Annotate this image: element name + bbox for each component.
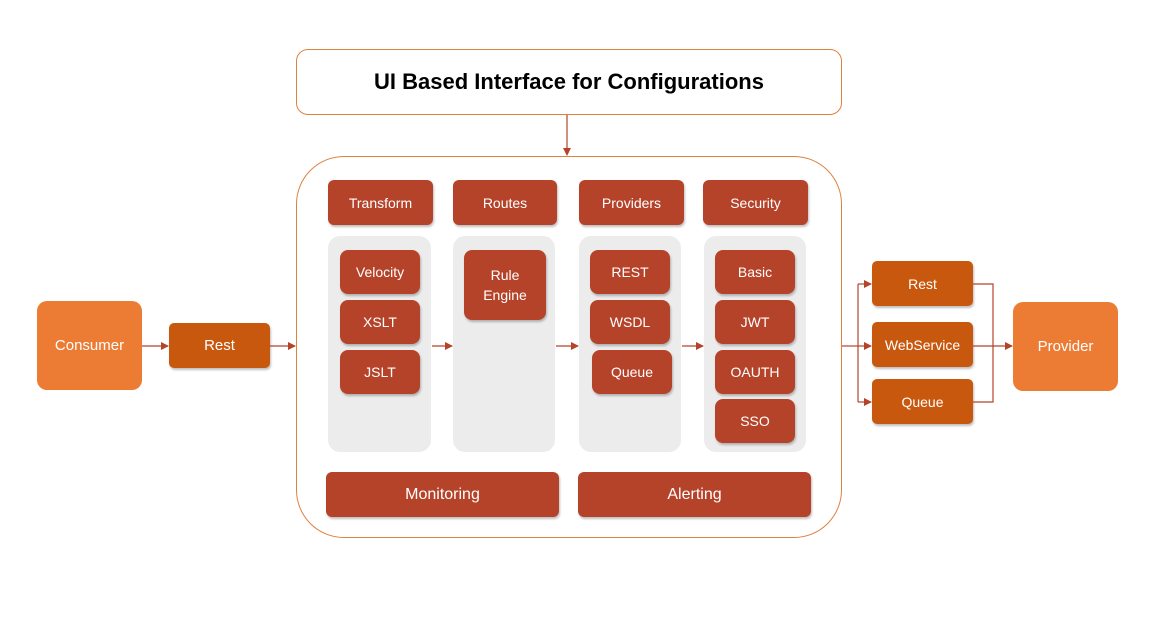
item-label: SSO xyxy=(740,413,770,429)
item-label: WSDL xyxy=(609,314,651,330)
monitoring-label: Monitoring xyxy=(405,485,480,503)
line-output-rest-to-merge xyxy=(973,283,994,346)
item-label: REST xyxy=(611,264,649,280)
title-box: UI Based Interface for Configurations xyxy=(296,49,842,115)
diagram-title: UI Based Interface for Configurations xyxy=(374,69,764,94)
security-item-basic: Basic xyxy=(715,250,795,294)
transform-item-velocity: Velocity xyxy=(340,250,420,294)
alerting-label: Alerting xyxy=(667,485,722,503)
item-label: Queue xyxy=(610,364,654,380)
output-webservice-box: WebService xyxy=(872,322,973,367)
item-label: XSLT xyxy=(363,314,397,330)
consumer-box: Consumer xyxy=(37,301,142,390)
transform-header: Transform xyxy=(328,180,433,225)
consumer-rest-label: Rest xyxy=(204,337,235,354)
provider-label: Provider xyxy=(1037,338,1094,355)
consumer-label: Consumer xyxy=(54,337,125,354)
routes-item-rule-engine: Rule Engine xyxy=(464,250,546,320)
line-output-queue-to-merge xyxy=(973,346,994,403)
security-item-oauth: OAUTH xyxy=(715,350,795,394)
consumer-rest-box: Rest xyxy=(169,323,270,368)
output-queue-box: Queue xyxy=(872,379,973,424)
transform-item-jslt: JSLT xyxy=(340,350,420,394)
transform-item-xslt: XSLT xyxy=(340,300,420,344)
providers-header: Providers xyxy=(579,180,684,225)
item-label: Velocity xyxy=(355,264,405,280)
transform-header-label: Transform xyxy=(348,194,413,211)
providers-item-wsdl: WSDL xyxy=(590,300,670,344)
item-label: JSLT xyxy=(364,364,396,380)
alerting-bar: Alerting xyxy=(578,472,811,517)
security-item-sso: SSO xyxy=(715,399,795,443)
providers-item-rest: REST xyxy=(590,250,670,294)
output-rest-box: Rest xyxy=(872,261,973,306)
monitoring-bar: Monitoring xyxy=(326,472,559,517)
routes-header: Routes xyxy=(453,180,557,225)
output-label: WebService xyxy=(884,336,961,353)
providers-item-queue: Queue xyxy=(592,350,672,394)
item-label: Rule Engine xyxy=(483,267,527,303)
security-header: Security xyxy=(703,180,808,225)
security-header-label: Security xyxy=(730,194,781,211)
providers-header-label: Providers xyxy=(601,194,662,211)
security-item-jwt: JWT xyxy=(715,300,795,344)
item-label: Basic xyxy=(737,264,773,280)
provider-box: Provider xyxy=(1013,302,1118,391)
output-label: Queue xyxy=(901,393,944,410)
output-label: Rest xyxy=(908,275,937,292)
routes-header-label: Routes xyxy=(482,194,528,211)
item-label: OAUTH xyxy=(730,364,780,380)
item-label: JWT xyxy=(740,314,770,330)
